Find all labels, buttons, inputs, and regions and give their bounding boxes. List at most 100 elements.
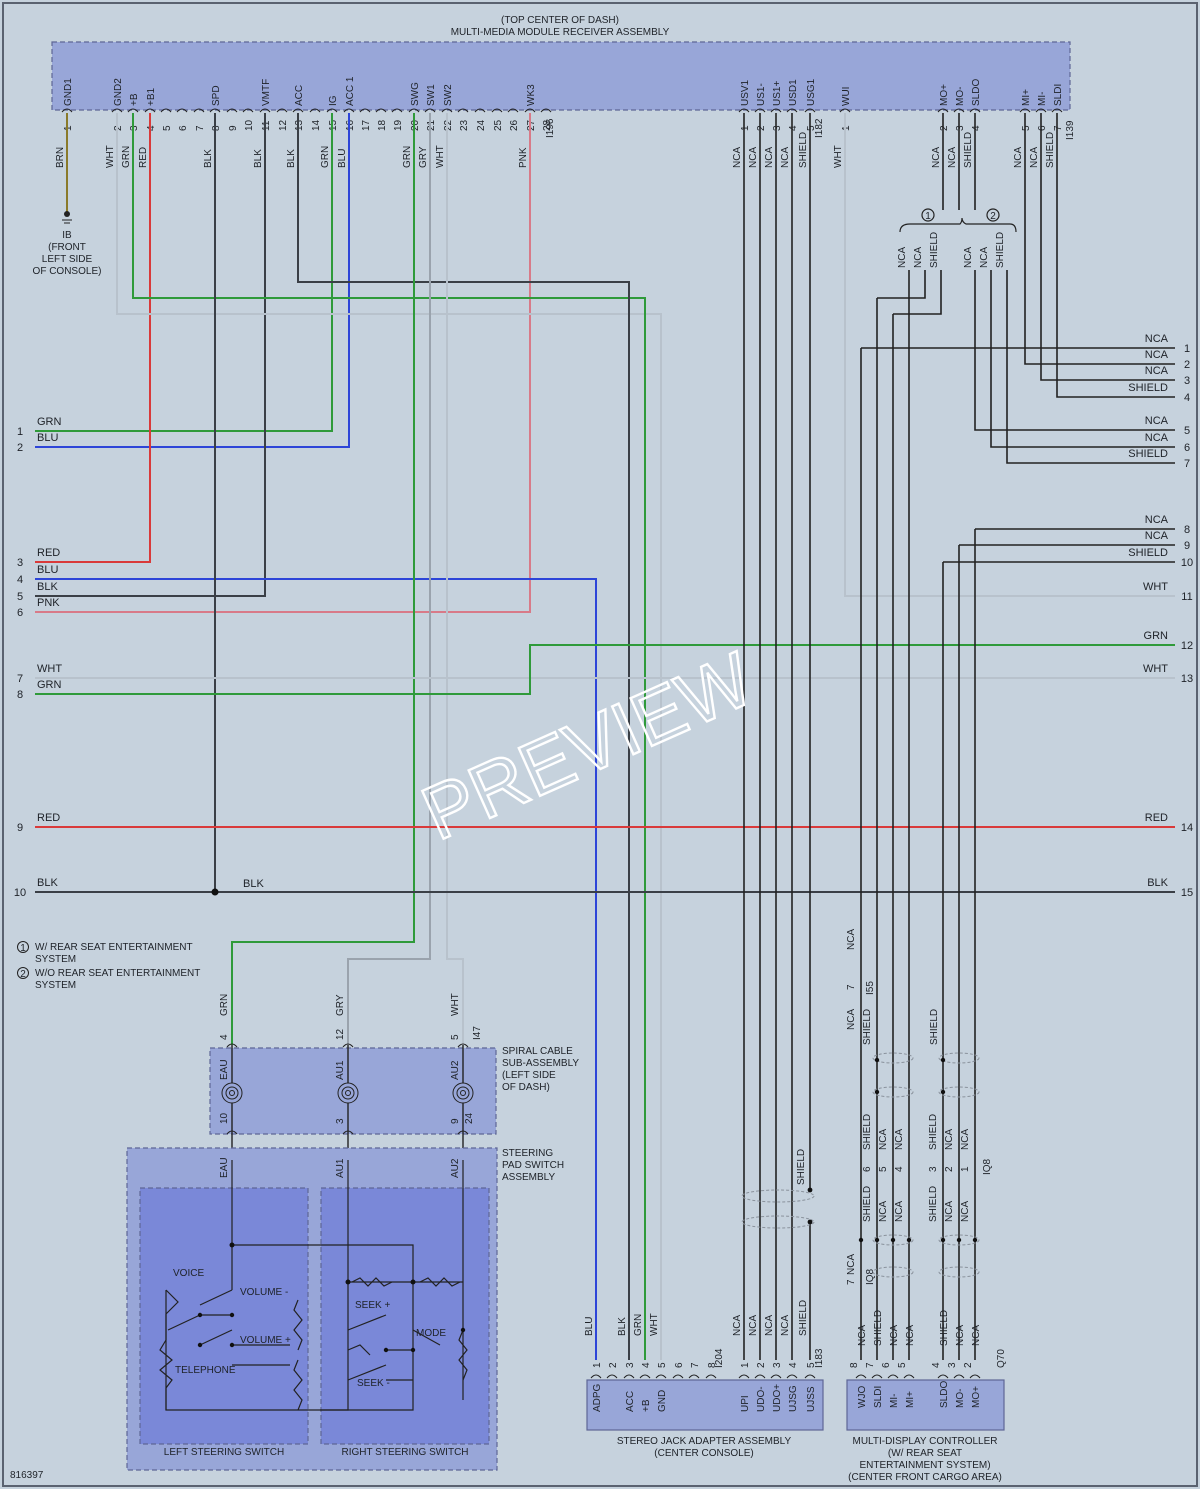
- left-terminal-num-5: 6: [17, 607, 23, 619]
- wire-ig-grn: [35, 113, 333, 432]
- receiver-pin-mark-31: [786, 108, 798, 113]
- variant-mark-1: 1: [925, 211, 931, 222]
- receiver-pin-mark-30: [770, 108, 782, 113]
- left-steering-switch-box: [139, 1187, 309, 1445]
- left-terminals: 1GRN2BLU3RED4BLU5BLK6PNK7WHT8GRN9RED10BL…: [14, 416, 62, 899]
- md-column-wire-upper-2: NCA: [894, 1129, 905, 1150]
- receiver-pin-mark-19: [408, 108, 420, 113]
- note-2-mark: 2: [20, 969, 26, 980]
- wire-gnd2-wht: [116, 113, 662, 1360]
- left-terminal-num-1: 2: [17, 442, 23, 454]
- steering-pin-au2: AU2: [450, 1158, 461, 1178]
- bracket-wire-label-4: NCA: [979, 247, 990, 268]
- jack-pin-num-8: 1: [740, 1362, 751, 1368]
- wire-vmtf-blk: [35, 113, 266, 597]
- receiver-pin-mark-4: [160, 108, 172, 113]
- right-steering-switch-box: [320, 1187, 490, 1445]
- receiver-pin-name-29: US1-: [756, 83, 767, 106]
- receiver-pin-num-33: 1: [841, 125, 852, 131]
- receiver-pin-wire-7: BLK: [203, 149, 214, 168]
- switch-telephone: TELEPHONE: [175, 1365, 236, 1376]
- right-terminal-wire-0: NCA: [1145, 333, 1169, 345]
- receiver-connector-i139: I139: [1065, 120, 1076, 140]
- switch-seek-plus: SEEK +: [355, 1300, 390, 1311]
- md-dot-10: [940, 1089, 946, 1095]
- receiver-pin-num-27: 28: [542, 119, 553, 131]
- switch-seek-minus: SEEK -: [357, 1378, 390, 1389]
- md-pin-num-5: 3: [947, 1362, 958, 1368]
- receiver-pin-num-14: 15: [328, 119, 339, 131]
- receiver-pin-mark-13: [309, 108, 321, 113]
- spiral-label-2: SUB-ASSEMBLY: [502, 1058, 579, 1069]
- receiver-title-line2: MULTI-MEDIA MODULE RECEIVER ASSEMBLY: [451, 27, 670, 38]
- watermark: PREVIEW: [410, 636, 765, 856]
- md-pin-num-0: 8: [849, 1362, 860, 1368]
- diagram-id: 816397: [10, 1470, 44, 1481]
- receiver-pin-num-1: 2: [113, 125, 124, 131]
- wire-b1-red: [35, 113, 151, 563]
- wire-swg-grn: [231, 113, 415, 1045]
- receiver-pin-wire-20: GRY: [418, 146, 429, 168]
- receiver-pin-num-26: 27: [526, 119, 537, 131]
- md-dot-2: [890, 1237, 896, 1243]
- receiver-pin-mark-15: [343, 108, 355, 113]
- bracket-wire-label-1: NCA: [913, 247, 924, 268]
- right-terminal-wire-6: SHIELD: [1128, 448, 1168, 460]
- right-terminal-wire-11: GRN: [1144, 630, 1169, 642]
- stereo-jack-box: [586, 1379, 824, 1431]
- md-pin-num-4: 4: [931, 1362, 942, 1368]
- receiver-pin-num-8: 9: [228, 125, 239, 131]
- receiver-pin-num-0: 1: [63, 125, 74, 131]
- right-terminal-wire-12: WHT: [1143, 663, 1168, 675]
- jack-pin-num-12: 5: [806, 1362, 817, 1368]
- right-terminal-wire-13: RED: [1145, 812, 1168, 824]
- receiver-pin-num-28: 1: [740, 125, 751, 131]
- receiver-pin-mark-25: [507, 108, 519, 113]
- md-dot-9: [940, 1057, 946, 1063]
- receiver-pin-name-3: +B1: [146, 87, 157, 106]
- receiver-pin-name-28: USV1: [740, 79, 751, 106]
- spiral-wire-0: GRN: [219, 994, 230, 1016]
- jack-pin-num-1: 2: [608, 1362, 619, 1368]
- left-terminal-wire-2: RED: [37, 547, 60, 559]
- spiral-label-3: (LEFT SIDE: [502, 1070, 556, 1081]
- receiver-pin-mark-38: [1035, 108, 1047, 113]
- receiver-pin-name-14: IG: [328, 95, 339, 106]
- receiver-pin-mark-10: [259, 108, 271, 113]
- receiver-pin-wire-0: BRN: [55, 147, 66, 168]
- right-terminal-wire-5: NCA: [1145, 432, 1169, 444]
- receiver-pin-name-7: SPD: [211, 85, 222, 106]
- md-column-pin-4: 2: [944, 1166, 955, 1172]
- md-column-wire-lower-3: SHIELD: [928, 1186, 939, 1222]
- md-column-wire-lower-4: NCA: [944, 1201, 955, 1222]
- md-pin-name-5: MO-: [955, 1389, 966, 1408]
- steering-switch-labels: VOICE VOLUME - VOLUME + TELEPHONE SEEK +…: [173, 1268, 446, 1389]
- junction-i55-name: I55: [865, 981, 876, 995]
- switch-volume-minus: VOLUME -: [240, 1287, 288, 1298]
- splice-point: [211, 888, 219, 896]
- receiver-pin-wire-12: BLK: [286, 149, 297, 168]
- md-column-wire-lower-5: NCA: [960, 1201, 971, 1222]
- receiver-pin-mark-28: [738, 108, 750, 113]
- md-pin-wire-5: NCA: [955, 1325, 966, 1346]
- jack-pin-wire-11: NCA: [780, 1315, 791, 1336]
- right-terminal-wire-4: NCA: [1145, 415, 1169, 427]
- jack-pin-name-12: UJSS: [806, 1386, 817, 1412]
- right-terminal-wire-7: NCA: [1145, 514, 1169, 526]
- md-dot-7: [874, 1057, 880, 1063]
- junction-iq8-wire: NCA: [846, 1254, 857, 1275]
- receiver-pin-wire-32: SHIELD: [798, 132, 809, 168]
- receiver-pin-wire-39: SHIELD: [1045, 132, 1056, 168]
- receiver-pin-name-15: ACC 1: [345, 76, 356, 106]
- note-1-mark: 1: [20, 943, 26, 954]
- right-terminal-num-0: 1: [1184, 343, 1190, 355]
- junction-iq8b-name: IQ8: [982, 1158, 993, 1175]
- left-terminal-wire-1: BLU: [37, 432, 58, 444]
- left-terminal-num-7: 8: [17, 689, 23, 701]
- bracket-wire-label-5: SHIELD: [995, 232, 1006, 268]
- receiver-pin-wire-19: GRN: [402, 146, 413, 168]
- right-terminal-wire-3: SHIELD: [1128, 382, 1168, 394]
- spiral-name-2: AU2: [450, 1060, 461, 1080]
- receiver-pin-num-20: 21: [426, 119, 437, 131]
